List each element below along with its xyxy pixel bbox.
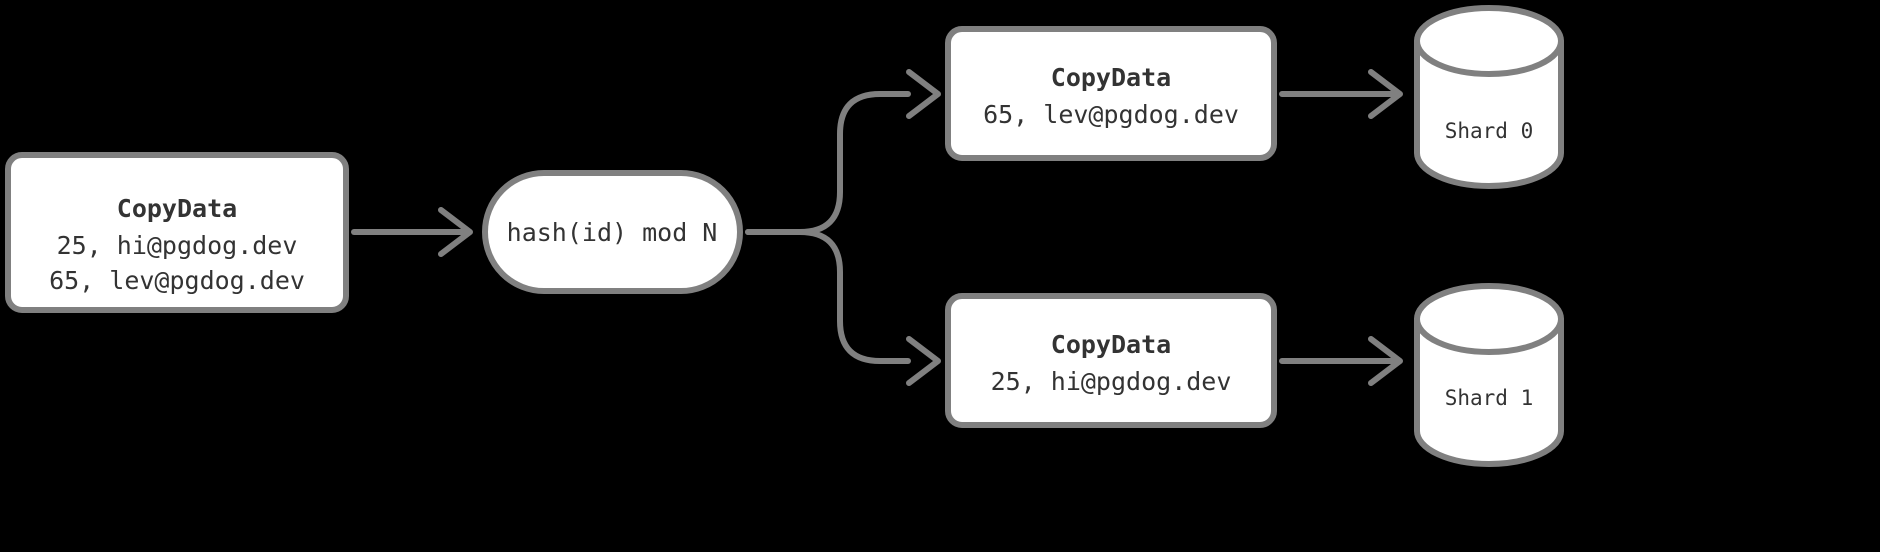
node-label: hash(id) mod N [507, 218, 718, 247]
edge-shard0-copydata-to-db [1279, 69, 1403, 119]
cylinder-top [1414, 5, 1564, 77]
edge-source-to-router [351, 207, 473, 257]
arrowhead-icon [1368, 69, 1403, 119]
arrowhead-icon [906, 69, 941, 119]
node-background [945, 293, 1277, 428]
source-copydata-node[interactable]: CopyData 25, hi@pgdog.dev 65, lev@pgdog.… [5, 152, 349, 313]
shard-0-database-node[interactable]: Shard 0 [1414, 5, 1564, 189]
arrowhead-icon [438, 207, 473, 257]
node-title: CopyData [1051, 330, 1171, 359]
hash-router-node[interactable]: hash(id) mod N [482, 170, 743, 294]
node-title: CopyData [1051, 63, 1171, 92]
cylinder-top [1414, 283, 1564, 355]
cylinder-body [1414, 316, 1564, 467]
shard-label: Shard 0 [1445, 119, 1534, 143]
node-data-row: 65, lev@pgdog.dev [49, 266, 305, 295]
edge-shard1-copydata-to-db [1279, 336, 1403, 386]
node-background [945, 26, 1277, 161]
edge-line [745, 91, 911, 235]
shard0-copydata-node[interactable]: CopyData 65, lev@pgdog.dev [945, 26, 1277, 161]
edge-router-to-shard1-copydata [745, 229, 941, 386]
shard1-copydata-node[interactable]: CopyData 25, hi@pgdog.dev [945, 293, 1277, 428]
edge-line [745, 229, 911, 364]
node-data-row: 65, lev@pgdog.dev [983, 100, 1239, 129]
node-data-row: 25, hi@pgdog.dev [57, 231, 298, 260]
cylinder-body [1414, 38, 1564, 189]
arrowhead-icon [906, 336, 941, 386]
node-background [5, 152, 349, 313]
node-title: CopyData [117, 194, 237, 223]
arrowhead-icon [1368, 336, 1403, 386]
shard-label: Shard 1 [1445, 386, 1534, 410]
node-data-row: 25, hi@pgdog.dev [991, 367, 1232, 396]
edge-router-to-shard0-copydata [745, 69, 941, 235]
shard-1-database-node[interactable]: Shard 1 [1414, 283, 1564, 467]
node-background [482, 170, 743, 294]
